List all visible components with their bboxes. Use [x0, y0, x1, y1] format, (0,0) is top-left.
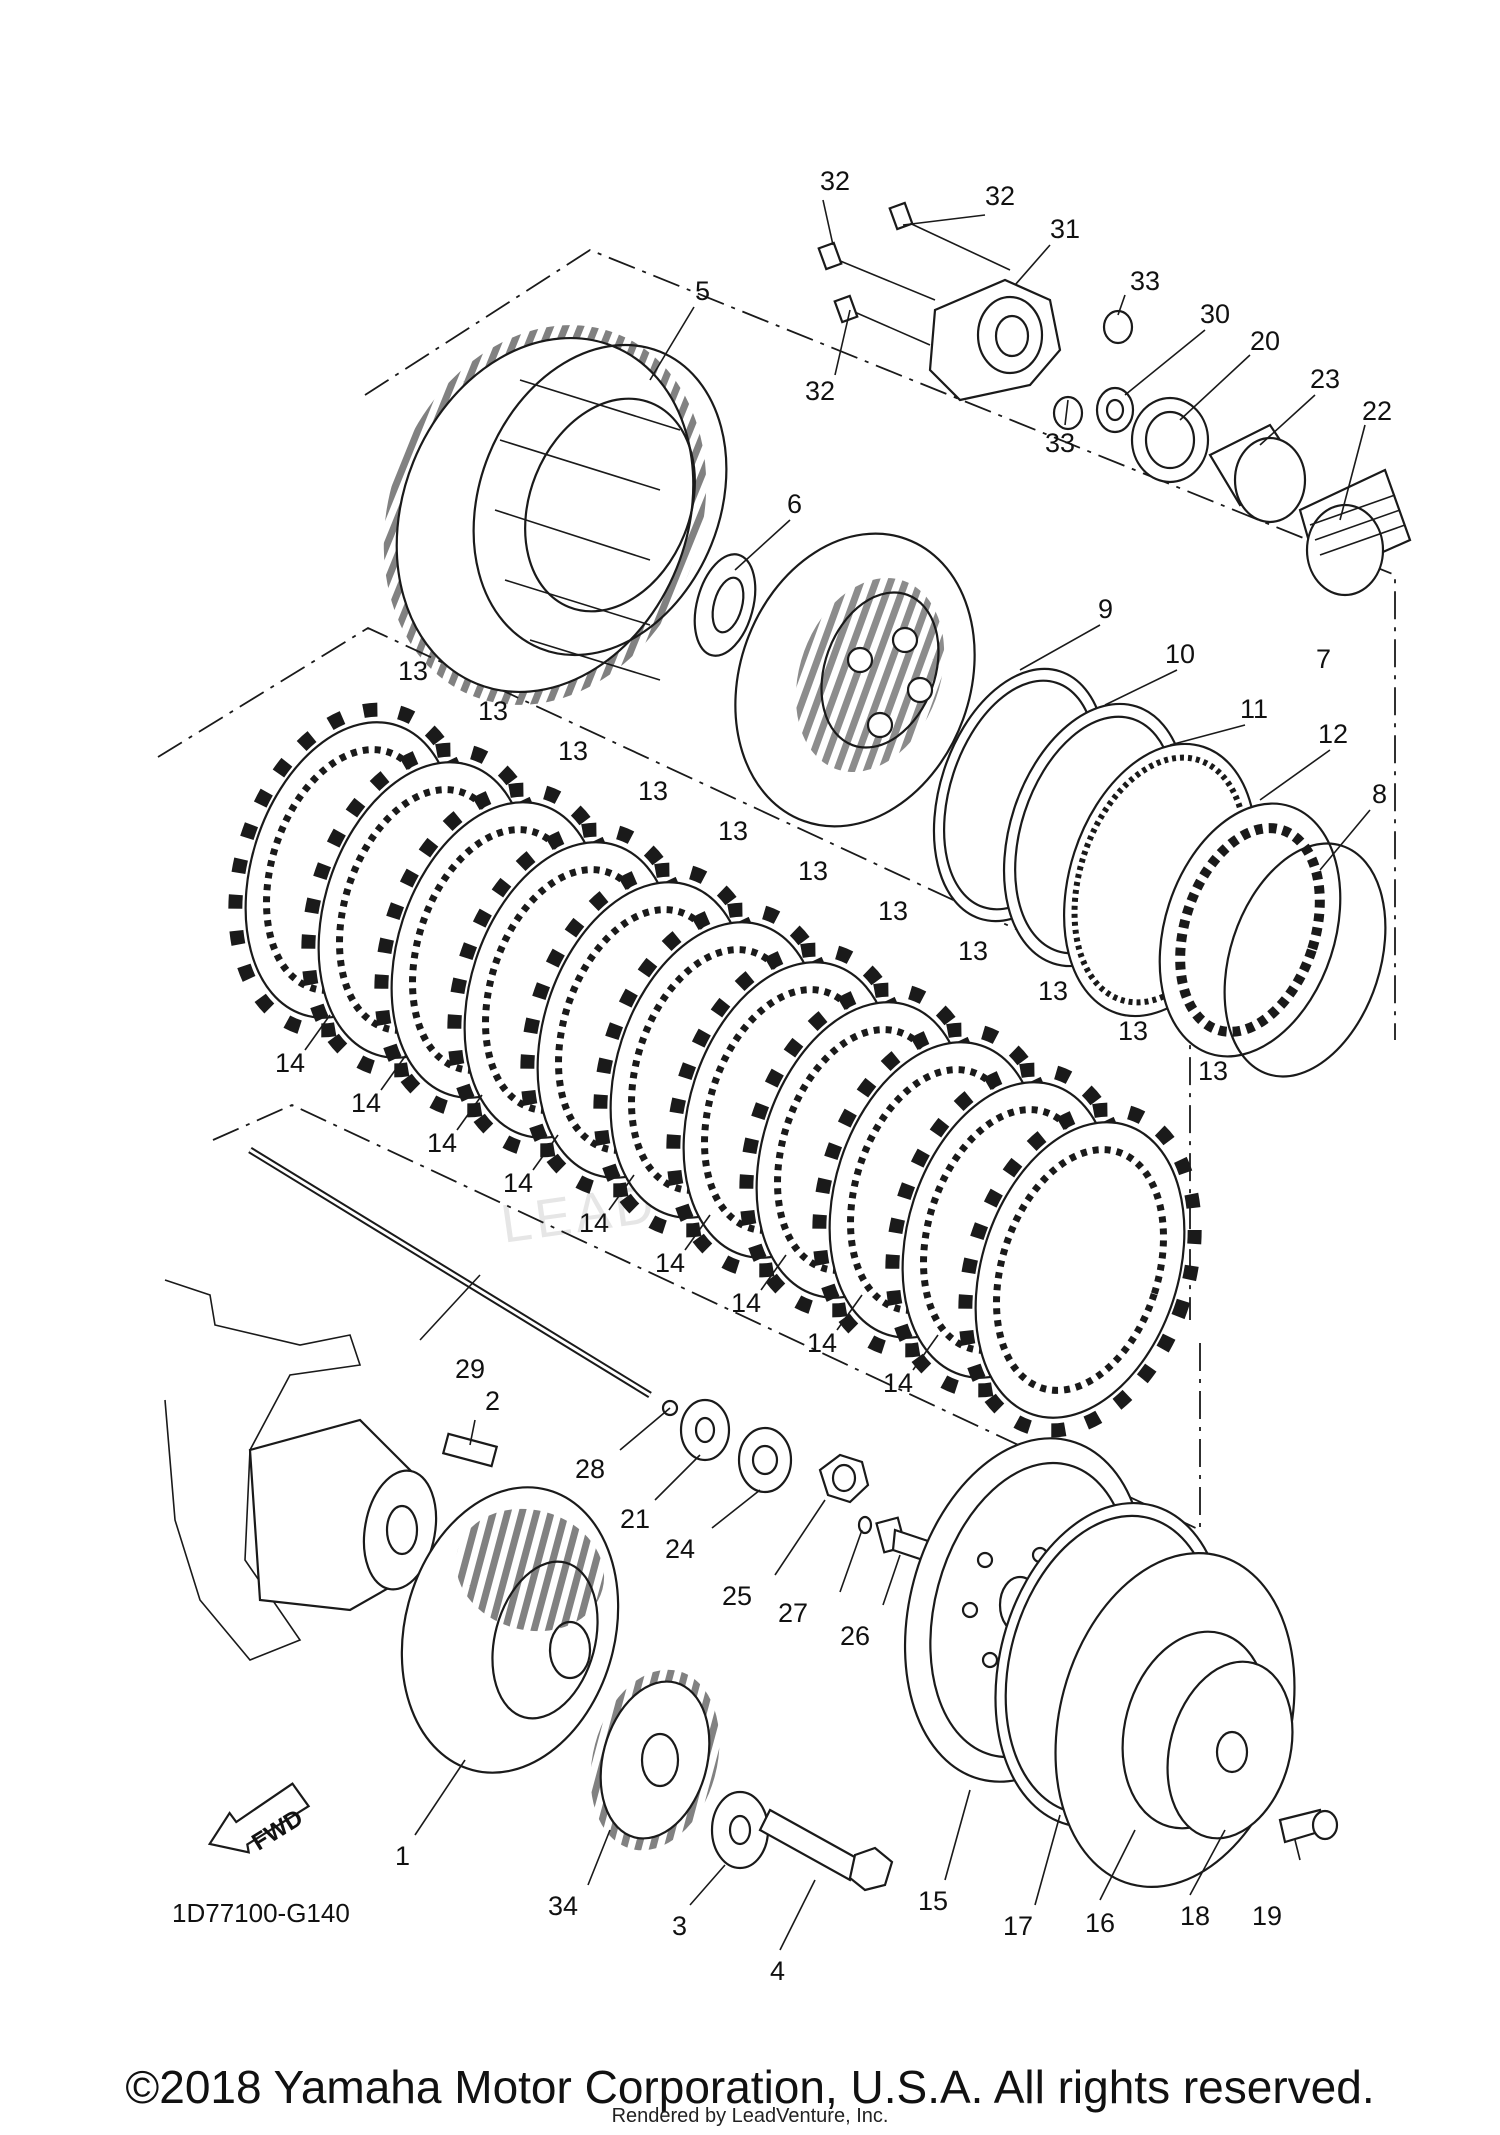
callout-23: 23 — [1310, 364, 1340, 394]
callout-29: 29 — [455, 1354, 485, 1384]
callout-13: 13 — [1118, 1016, 1148, 1046]
callout-16: 16 — [1085, 1908, 1115, 1938]
callout-7: 7 — [1316, 644, 1331, 674]
leader-line — [608, 1174, 635, 1211]
callout-22: 22 — [1362, 396, 1392, 426]
callout-30: 30 — [1200, 299, 1230, 329]
callout-labels: 32 32 31 33 30 20 23 22 32 33 5 6 9 10 7… — [395, 166, 1392, 1986]
callout-34: 34 — [548, 1891, 578, 1921]
callout-13: 13 — [958, 936, 988, 966]
primary-drive-gear-part-1 — [400, 1486, 620, 1774]
timing-sprocket-parts — [590, 1669, 894, 1892]
callout-14: 14 — [427, 1128, 457, 1158]
callout-32-right: 32 — [985, 181, 1015, 211]
leader-line — [380, 1054, 407, 1091]
drawing-code: 1D77100-G140 — [172, 1898, 350, 1928]
callout-14: 14 — [807, 1328, 837, 1358]
callout-13: 13 — [1198, 1056, 1228, 1086]
callout-2: 2 — [485, 1386, 500, 1416]
callout-5: 5 — [695, 276, 710, 306]
callout-13: 13 — [798, 856, 828, 886]
callout-32-top: 32 — [820, 166, 850, 196]
leader-line — [760, 1254, 787, 1291]
leader-line — [912, 1334, 939, 1371]
callout-17: 17 — [1003, 1911, 1033, 1941]
leader-line — [304, 1014, 331, 1051]
callout-33-top: 33 — [1130, 266, 1160, 296]
callout-14: 14 — [579, 1208, 609, 1238]
leader-line — [456, 1094, 483, 1131]
callout-15: 15 — [918, 1886, 948, 1916]
copyright-notice: ©2018 Yamaha Motor Corporation, U.S.A. A… — [125, 2061, 1375, 2113]
callout-21: 21 — [620, 1504, 650, 1534]
callout-27: 27 — [778, 1598, 808, 1628]
callout-14: 14 — [731, 1288, 761, 1318]
callout-13: 13 — [878, 896, 908, 926]
callout-18: 18 — [1180, 1901, 1210, 1931]
leader-lines — [414, 199, 1371, 1951]
callout-13: 13 — [638, 776, 668, 806]
callout-28: 28 — [575, 1454, 605, 1484]
friction-plate-stack — [228, 702, 1202, 1438]
callout-14: 14 — [503, 1168, 533, 1198]
forward-direction-arrow-icon: FWD — [207, 1782, 311, 1856]
rendered-by-notice: Rendered by LeadVenture, Inc. — [611, 2105, 889, 2127]
callout-14: 14 — [655, 1248, 685, 1278]
callout-9: 9 — [1098, 594, 1113, 624]
callout-labels-plates: 13 14 13 14 13 14 13 14 13 14 13 14 13 14 13 14 13 14 13 13 — [275, 656, 1228, 1398]
callout-6: 6 — [787, 489, 802, 519]
hub-fastener-parts — [679, 1398, 942, 1567]
callout-10: 10 — [1165, 639, 1195, 669]
callout-13: 13 — [398, 656, 428, 686]
callout-13: 13 — [478, 696, 508, 726]
callout-13: 13 — [718, 816, 748, 846]
callout-1: 1 — [395, 1841, 410, 1871]
leader-line — [836, 1294, 863, 1331]
leader-line — [684, 1214, 711, 1251]
callout-13: 13 — [1038, 976, 1068, 1006]
callout-4: 4 — [770, 1956, 785, 1986]
callout-25: 25 — [722, 1581, 752, 1611]
pressure-plate-stack — [932, 667, 1387, 1078]
callout-32-left: 32 — [805, 376, 835, 406]
callout-26: 26 — [840, 1621, 870, 1651]
release-cylinder-assembly — [817, 201, 1134, 431]
callout-14: 14 — [351, 1088, 381, 1118]
callout-3: 3 — [672, 1911, 687, 1941]
callout-20: 20 — [1250, 326, 1280, 356]
callout-31: 31 — [1050, 214, 1080, 244]
callout-13: 13 — [558, 736, 588, 766]
oil-pump-drive-parts — [903, 1437, 1339, 1888]
clutch-housing-part-5 — [383, 325, 728, 705]
crankcase-outline — [164, 1279, 499, 1661]
callout-33-bottom: 33 — [1045, 428, 1075, 458]
callout-11: 11 — [1240, 694, 1268, 724]
callout-19: 19 — [1252, 1901, 1282, 1931]
callout-14: 14 — [883, 1368, 913, 1398]
clutch-boss — [734, 532, 976, 828]
callout-14: 14 — [275, 1048, 305, 1078]
leader-line — [532, 1134, 559, 1171]
release-bearing-parts — [1095, 386, 1412, 597]
callout-24: 24 — [665, 1534, 695, 1564]
callout-12: 12 — [1318, 719, 1348, 749]
callout-8: 8 — [1372, 779, 1387, 809]
thrust-washer-part-6 — [693, 553, 757, 657]
friction-plate — [958, 1102, 1202, 1438]
